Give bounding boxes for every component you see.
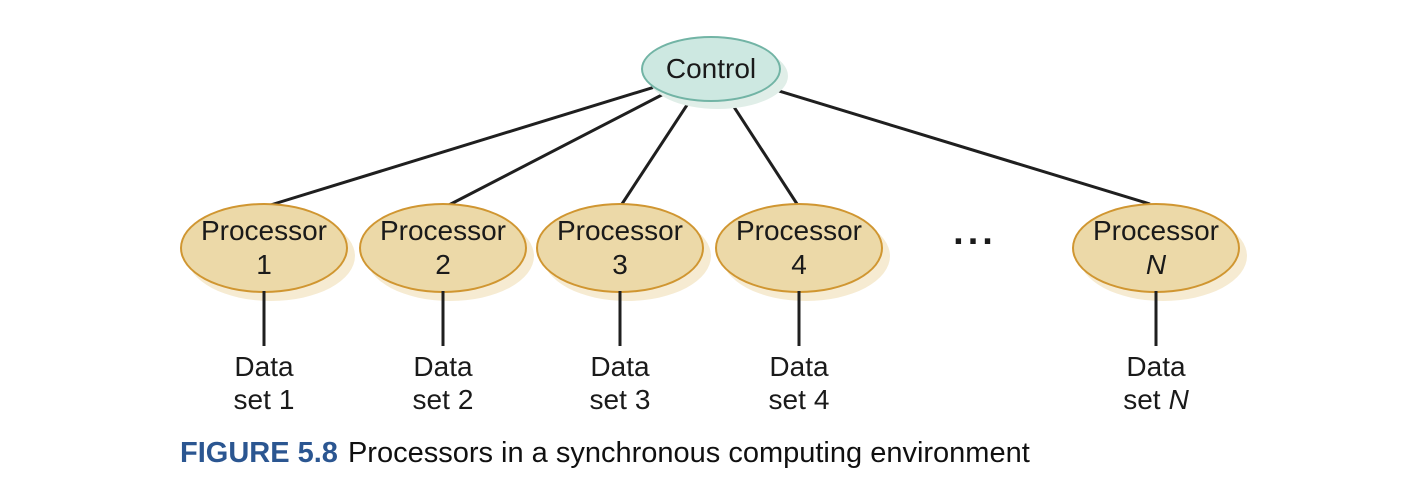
data-set-num: 3 xyxy=(634,384,651,415)
processor-node-3: Processor 3 xyxy=(536,203,704,293)
data-set-num: 1 xyxy=(278,384,295,415)
processor-node-number: 3 xyxy=(612,249,628,280)
data-set-word: Data xyxy=(234,351,294,382)
data-set-word: Data xyxy=(1126,351,1186,382)
processor-node-n: Processor N xyxy=(1072,203,1240,293)
processor-node-number: 2 xyxy=(435,249,451,280)
ellipsis-more-processors: ... xyxy=(953,211,997,253)
figure-caption: FIGURE 5.8 Processors in a synchronous co… xyxy=(180,436,1030,470)
processor-node-label: Processor xyxy=(379,215,507,246)
control-node-label: Control xyxy=(665,53,757,84)
processor-node-number: 1 xyxy=(256,249,272,280)
processor-node-number: N xyxy=(1145,249,1167,280)
data-set-prefix: set xyxy=(589,384,627,415)
data-set-num: 2 xyxy=(457,384,474,415)
processor-node-label: Processor xyxy=(735,215,863,246)
connector-control-processor-1 xyxy=(263,68,711,209)
figure-caption-text: Processors in a synchronous computing en… xyxy=(347,437,1030,469)
processor-node-label: Processor xyxy=(1092,215,1220,246)
data-set-prefix: set xyxy=(1123,384,1161,415)
data-set-prefix: set xyxy=(233,384,271,415)
data-set-num: N xyxy=(1168,384,1189,415)
data-set-word: Data xyxy=(769,351,829,382)
data-set-word: Data xyxy=(413,351,473,382)
control-node: Control xyxy=(641,36,781,102)
data-set-word: Data xyxy=(590,351,650,382)
processor-node-label: Processor xyxy=(200,215,328,246)
data-set-prefix: set xyxy=(412,384,450,415)
processor-node-4: Processor 4 xyxy=(715,203,883,293)
figure-caption-label: FIGURE 5.8 xyxy=(180,437,338,469)
connector-control-processor-n xyxy=(709,68,1151,206)
data-set-prefix: set xyxy=(768,384,806,415)
processor-node-1: Processor 1 xyxy=(180,203,348,293)
data-set-num: 4 xyxy=(813,384,830,415)
processor-node-number: 4 xyxy=(791,249,807,280)
processor-node-label: Processor xyxy=(556,215,684,246)
